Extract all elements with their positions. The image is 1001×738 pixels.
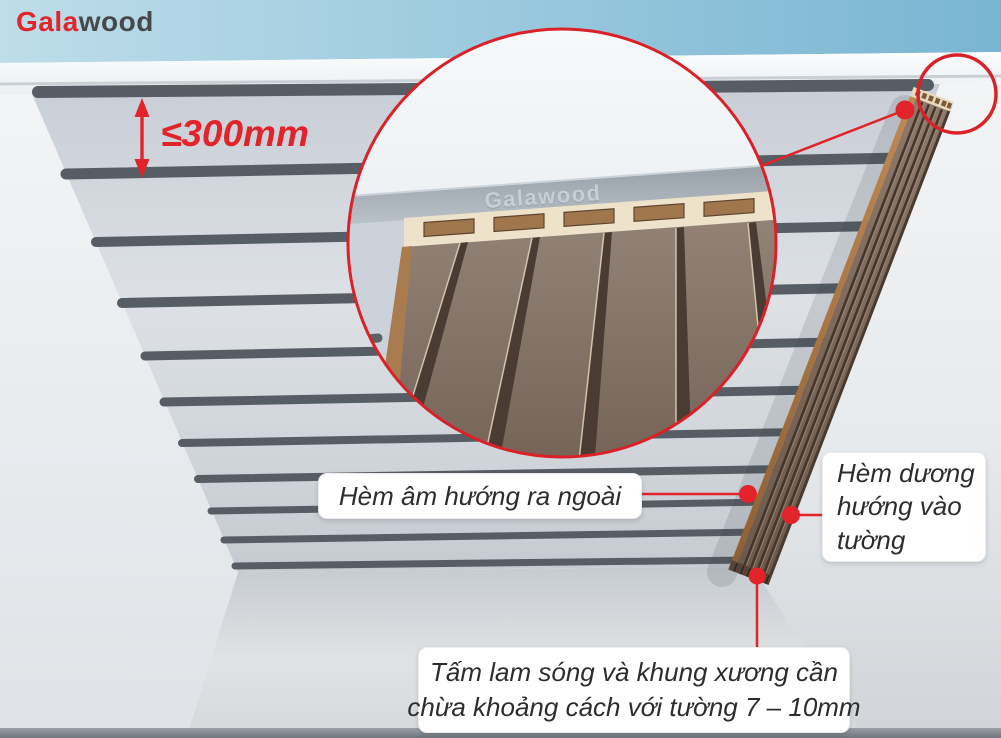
plank-top-highlight-ring xyxy=(916,53,998,135)
inset-magnifier xyxy=(348,29,776,457)
magnifier-ring xyxy=(346,27,778,459)
spacing-dimension-label: ≤300mm xyxy=(161,113,309,154)
sky xyxy=(0,0,1001,63)
callout-hem-am-text: Hèm âm hướng ra ngoài xyxy=(338,480,622,511)
spacing-arrow xyxy=(134,98,150,178)
wood-plank xyxy=(728,86,954,585)
gap-leader-dot xyxy=(748,567,766,585)
callout-gap-line1: Tấm lam sóng và khung xương cần xyxy=(430,657,838,688)
callout-hem-duong-line3: tường xyxy=(837,524,906,555)
brand-logo: Galawood xyxy=(16,6,154,38)
callout-hem-duong: Hèm dương hướng vào tường xyxy=(822,452,986,562)
callout-gap-line2: chừa khoảng cách với tường 7 – 10mm xyxy=(407,692,861,722)
hem-am-leader-dot xyxy=(739,485,757,503)
brand-logo-part1: Gala xyxy=(16,6,79,37)
callout-gap-note: Tấm lam sóng và khung xương cần chừa kho… xyxy=(407,647,861,733)
right-wall xyxy=(752,80,1001,738)
callout-hem-duong-line2: hướng vào xyxy=(837,491,962,522)
floor-strip xyxy=(0,728,1001,738)
magnifier-leader-line xyxy=(760,108,906,168)
callout-hem-am: Hèm âm hướng ra ngoài xyxy=(318,473,642,519)
callout-hem-duong-line1: Hèm dương xyxy=(837,458,975,489)
magnifier-leader-dot xyxy=(895,100,915,120)
left-wall xyxy=(0,94,238,738)
hem-duong-leader-dot xyxy=(782,506,800,524)
brand-logo-part2: wood xyxy=(78,6,154,37)
